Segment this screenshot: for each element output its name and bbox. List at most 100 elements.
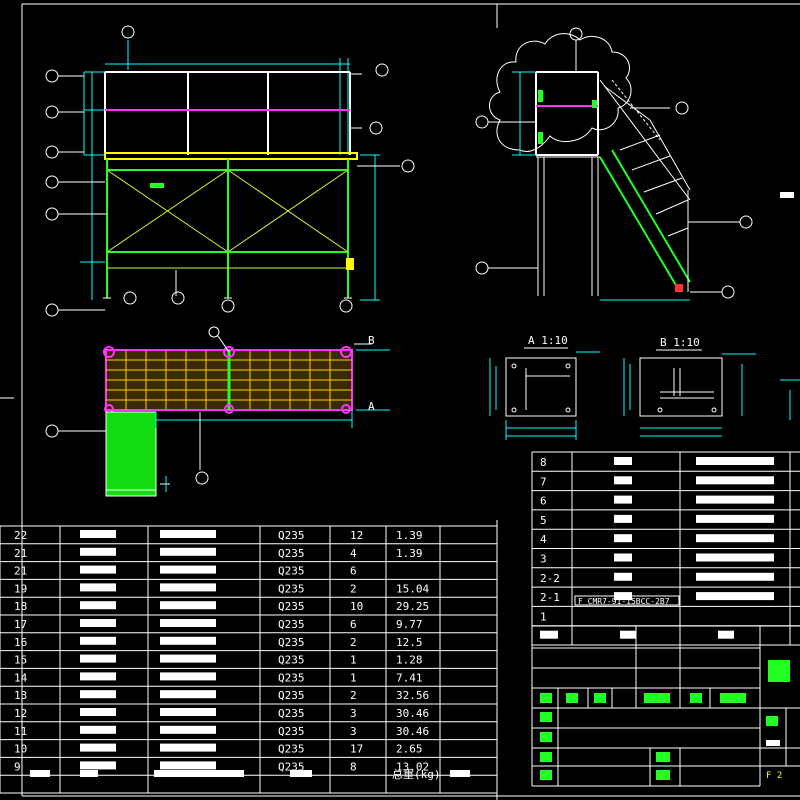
part-material: Q235 xyxy=(278,689,305,702)
assembly-number: 6 xyxy=(540,495,547,508)
part-material: Q235 xyxy=(278,743,305,756)
parts-list-header: 总重(kg) xyxy=(30,767,470,781)
assembly-number: 2-2 xyxy=(540,572,560,585)
assembly-number: 2-1 xyxy=(540,591,560,604)
part-material: Q235 xyxy=(278,565,305,578)
part-weight: 1.39 xyxy=(396,529,423,542)
part-quantity: 4 xyxy=(350,547,357,560)
part-material: Q235 xyxy=(278,600,305,613)
part-spec-glyphs xyxy=(160,654,216,663)
part-quantity: 3 xyxy=(350,725,357,738)
part-weight: 29.25 xyxy=(396,600,429,613)
assembly-name-glyphs xyxy=(614,514,632,523)
assembly-spec-glyphs xyxy=(696,476,774,485)
assembly-row: 7 xyxy=(540,475,774,488)
part-number: 18 xyxy=(14,600,27,613)
part-number: 17 xyxy=(14,618,27,631)
part-spec-glyphs xyxy=(160,636,216,645)
assembly-name-glyphs xyxy=(614,457,632,465)
detail-b-title: B 1:10 xyxy=(660,336,700,349)
part-weight: 1.28 xyxy=(396,654,423,667)
part-weight: 1.39 xyxy=(396,547,423,560)
sheet-number: F 2 xyxy=(766,771,782,781)
part-quantity: 3 xyxy=(350,707,357,720)
assembly-header-glyphs xyxy=(540,630,558,639)
assembly-name-glyphs xyxy=(614,495,632,504)
part-spec-glyphs xyxy=(160,743,216,752)
part-quantity: 1 xyxy=(350,671,357,684)
assembly-spec-glyphs xyxy=(696,572,774,581)
part-quantity: 12 xyxy=(350,529,363,542)
part-quantity: 10 xyxy=(350,600,363,613)
part-spec-glyphs xyxy=(160,601,216,610)
part-number: 16 xyxy=(14,636,27,649)
part-name-glyphs xyxy=(80,725,116,734)
part-spec-glyphs xyxy=(160,725,216,734)
assembly-spec-glyphs xyxy=(696,534,774,543)
part-number: 9 xyxy=(14,760,21,773)
assembly-header-glyphs xyxy=(620,630,636,639)
plan-marker-a: A xyxy=(368,400,375,413)
assembly-number: 8 xyxy=(540,456,547,469)
part-material: Q235 xyxy=(278,547,305,560)
assembly-number: 1 xyxy=(540,610,547,623)
part-name-glyphs xyxy=(80,583,116,592)
part-name-glyphs xyxy=(80,601,116,610)
part-name-glyphs xyxy=(80,547,116,556)
part-spec-glyphs xyxy=(160,708,216,716)
part-quantity: 6 xyxy=(350,618,357,631)
weight-column-header: 总重(kg) xyxy=(392,767,441,781)
title-block: F 2 xyxy=(531,625,800,787)
part-quantity: 1 xyxy=(350,654,357,667)
part-name-glyphs xyxy=(80,708,116,716)
assembly-spec-glyphs xyxy=(696,457,774,465)
assembly-spec-glyphs xyxy=(696,553,774,562)
standard-reference: F CMR7-91-15BCC-2B7 xyxy=(578,597,670,606)
part-name-glyphs xyxy=(80,761,116,770)
part-spec-glyphs xyxy=(160,672,216,681)
part-weight: 2.65 xyxy=(396,743,423,756)
part-number: 12 xyxy=(14,707,27,720)
part-number: 21 xyxy=(14,547,27,560)
assembly-number: 4 xyxy=(540,533,547,546)
assembly-name-glyphs xyxy=(614,534,632,543)
assembly-header-glyphs xyxy=(718,630,734,639)
part-number: 13 xyxy=(14,689,27,702)
assembly-row: 1 xyxy=(540,610,547,623)
part-name-glyphs xyxy=(80,565,116,574)
assembly-spec-glyphs xyxy=(696,592,774,601)
part-material: Q235 xyxy=(278,654,305,667)
assembly-row: 2-2 xyxy=(540,572,774,585)
parts-row: 18 Q235 10 29.25 xyxy=(14,600,429,613)
part-material: Q235 xyxy=(278,582,305,595)
parts-row: 21 Q235 4 1.39 xyxy=(14,547,423,560)
assembly-number: 5 xyxy=(540,514,547,527)
detail-a-title: A 1:10 xyxy=(528,334,568,347)
assembly-row: 6 xyxy=(540,495,774,508)
part-number: 21 xyxy=(14,565,27,578)
part-material: Q235 xyxy=(278,707,305,720)
assembly-row: 5 xyxy=(540,514,774,527)
side-elevation xyxy=(475,27,794,301)
plan-marker-b: B xyxy=(368,334,375,347)
part-spec-glyphs xyxy=(160,565,216,574)
part-spec-glyphs xyxy=(160,690,216,699)
part-quantity: 8 xyxy=(350,760,357,773)
part-weight: 32.56 xyxy=(396,689,429,702)
part-name-glyphs xyxy=(80,672,116,681)
part-number: 10 xyxy=(14,743,27,756)
part-name-glyphs xyxy=(80,690,116,699)
part-weight: 15.04 xyxy=(396,582,429,595)
part-weight: 13.02 xyxy=(396,760,429,773)
